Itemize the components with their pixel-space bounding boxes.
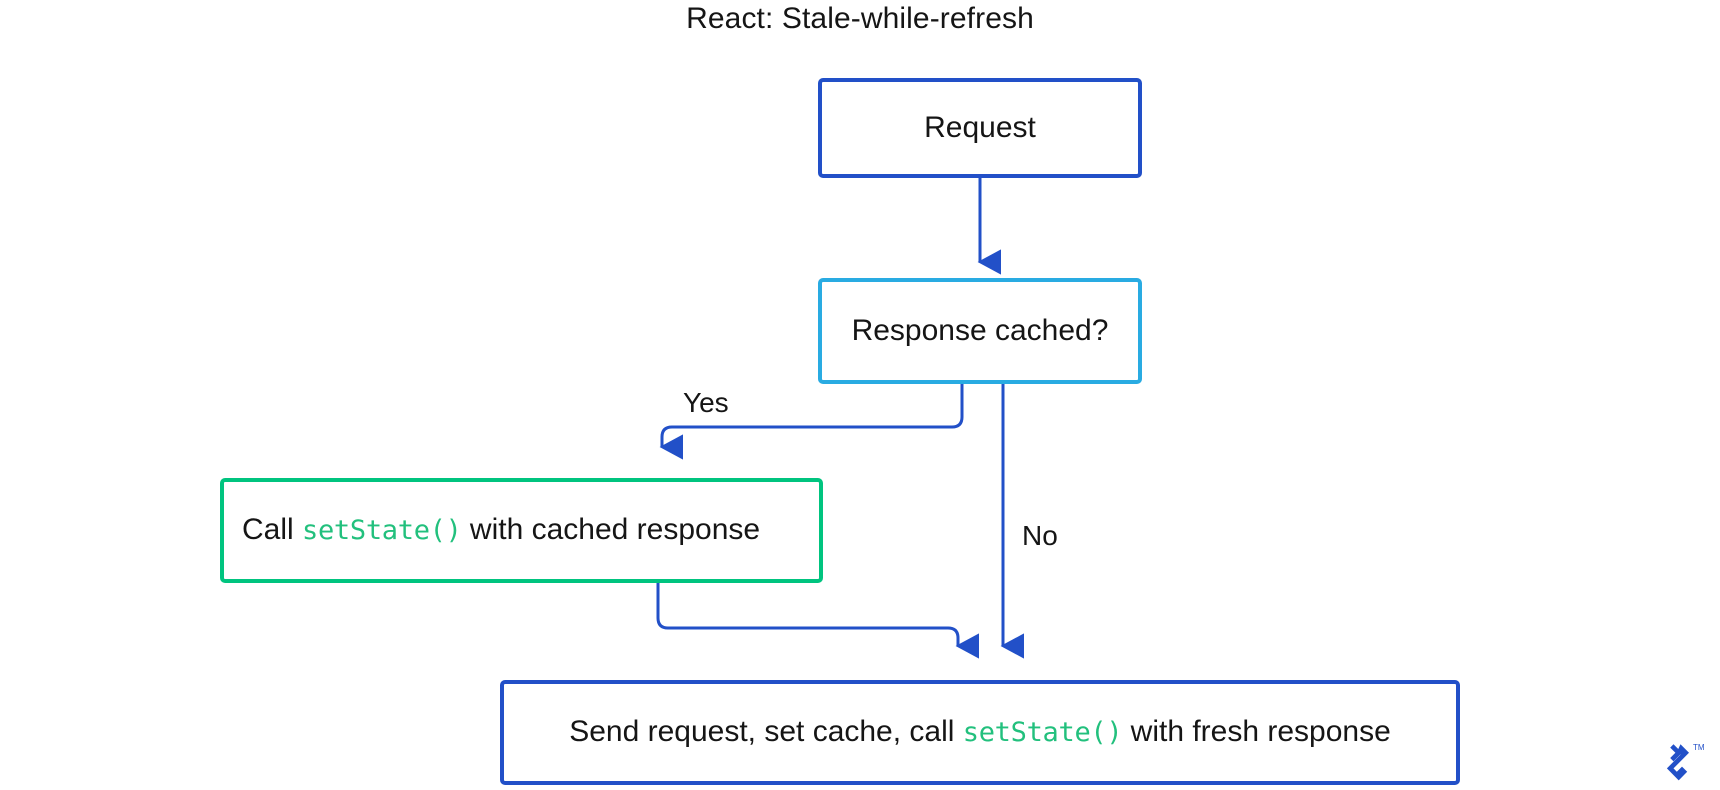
edge-label-no: No bbox=[1022, 520, 1058, 551]
node-response-cached-label: Response cached? bbox=[851, 313, 1109, 347]
code-setstate: setState() bbox=[962, 717, 1123, 749]
node-request-label: Request bbox=[924, 110, 1036, 144]
code-setstate: setState() bbox=[302, 515, 462, 547]
node-response-cached[interactable]: Response cached? bbox=[818, 278, 1142, 384]
text-before: Call bbox=[242, 513, 303, 547]
edge-cached-call-to-fresh bbox=[656, 583, 979, 659]
toptal-logo-icon: TM bbox=[1666, 743, 1705, 781]
text-after: with cached response bbox=[461, 513, 761, 547]
edge-label-yes: Yes bbox=[683, 387, 729, 418]
node-call-setstate-cached[interactable]: Call setState() with cached response bbox=[220, 478, 823, 583]
node-call-setstate-cached-label: Call setState() with cached response bbox=[224, 513, 774, 548]
node-send-request-fresh-label: Send request, set cache, call setState()… bbox=[555, 715, 1405, 750]
node-send-request-fresh[interactable]: Send request, set cache, call setState()… bbox=[500, 680, 1460, 785]
node-request[interactable]: Request bbox=[818, 78, 1142, 178]
trademark-label: TM bbox=[1693, 743, 1705, 752]
text-before: Send request, set cache, call bbox=[569, 715, 963, 749]
page-title: React: Stale-while-refresh bbox=[686, 2, 1034, 35]
text-after: with fresh response bbox=[1122, 715, 1391, 749]
